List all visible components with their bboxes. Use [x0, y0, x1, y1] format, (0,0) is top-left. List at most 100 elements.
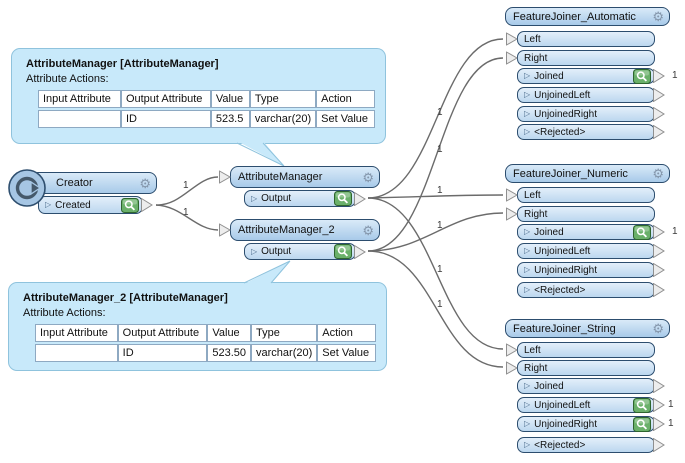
port-fjstr-joined[interactable]: ▷ Joined	[517, 378, 665, 394]
node-featurejoiner-numeric[interactable]: FeatureJoiner_Numeric ⚙	[505, 164, 670, 183]
output-arrow-icon	[653, 438, 665, 452]
port-label: UnjoinedRight	[534, 264, 597, 276]
port-label: UnjoinedLeft	[534, 89, 591, 101]
port-label: UnjoinedLeft	[534, 399, 591, 411]
node-title: AttributeManager	[238, 171, 323, 183]
col-header: Value	[210, 90, 250, 108]
port-fjnum-right[interactable]: Right	[506, 206, 655, 222]
wire-count: 1	[437, 107, 443, 118]
inspect-icon[interactable]	[633, 416, 651, 432]
wire-count: 1	[183, 207, 189, 218]
port-am2-output[interactable]: ▷ Output	[244, 243, 366, 260]
node-featurejoiner-string[interactable]: FeatureJoiner_String ⚙	[505, 319, 670, 338]
cell-input-attribute	[38, 110, 121, 128]
col-header: Output Attribute	[120, 90, 211, 108]
output-arrow-icon	[653, 283, 665, 297]
port-glyph-icon: ▷	[524, 90, 531, 99]
wire-count: 1	[437, 220, 443, 231]
output-arrow-icon	[354, 244, 366, 259]
port-fjauto-unjoinedleft[interactable]: ▷ UnjoinedLeft	[517, 87, 665, 103]
node-attributemanager-2[interactable]: AttributeManager_2 ⚙	[219, 219, 380, 241]
output-arrow-icon	[653, 244, 665, 258]
wire-am1-auto-left	[367, 38, 504, 199]
port-fjstr-left[interactable]: Left	[506, 342, 655, 358]
gear-icon[interactable]: ⚙	[362, 222, 374, 238]
input-arrow-icon	[219, 223, 231, 237]
port-fjstr-unjoinedright[interactable]: ▷ UnjoinedRight	[517, 416, 665, 432]
wire-am1-str-left	[367, 197, 504, 350]
port-fjstr-rejected[interactable]: ▷ <Rejected>	[517, 437, 665, 453]
input-arrow-icon	[219, 170, 231, 184]
output-arrow-icon	[653, 398, 665, 412]
node-attributemanager[interactable]: AttributeManager ⚙	[219, 166, 380, 188]
node-creator[interactable]: Creator ⚙	[30, 172, 157, 194]
col-header: Input Attribute	[35, 324, 118, 342]
gear-icon[interactable]: ⚙	[652, 9, 664, 24]
port-created[interactable]: ▷ Created	[38, 196, 153, 214]
output-arrow-icon	[653, 125, 665, 139]
inspect-icon[interactable]	[633, 224, 651, 240]
gear-icon[interactable]: ⚙	[652, 321, 664, 336]
port-fjauto-left[interactable]: Left	[506, 31, 655, 47]
wire-count: 1	[437, 299, 443, 310]
port-label: Output	[261, 193, 292, 204]
table-header-row: Input Attribute Output Attribute Value T…	[38, 90, 375, 108]
port-label: <Rejected>	[534, 439, 586, 451]
port-fjstr-right[interactable]: Right	[506, 360, 655, 376]
port-fjauto-joined[interactable]: ▷ Joined	[517, 68, 665, 84]
port-fjnum-unjoinedleft[interactable]: ▷ UnjoinedLeft	[517, 243, 665, 259]
port-fjauto-right[interactable]: Right	[506, 50, 655, 66]
inspect-icon[interactable]	[633, 68, 651, 84]
port-fjnum-unjoinedright[interactable]: ▷ UnjoinedRight	[517, 262, 665, 278]
wire-count: 1	[183, 180, 189, 191]
inspect-icon[interactable]	[633, 397, 651, 413]
node-title: FeatureJoiner_Numeric	[513, 167, 628, 180]
port-glyph-icon: ▷	[524, 71, 531, 80]
cell-action: Set Value	[316, 110, 375, 128]
annotation-subtitle: Attribute Actions:	[23, 307, 106, 319]
port-fjauto-unjoinedright[interactable]: ▷ UnjoinedRight	[517, 106, 665, 122]
port-label: <Rejected>	[534, 284, 586, 296]
port-glyph-icon: ▷	[251, 193, 258, 203]
port-label: Right	[524, 52, 548, 64]
cell-input-attribute	[35, 344, 118, 362]
wire-am1-num-left	[367, 194, 504, 199]
port-fjauto-rejected[interactable]: ▷ <Rejected>	[517, 124, 665, 140]
attribute-actions-table: Input Attribute Output Attribute Value T…	[38, 88, 375, 130]
node-featurejoiner-automatic[interactable]: FeatureJoiner_Automatic ⚙	[505, 7, 670, 26]
inspect-icon[interactable]	[121, 197, 139, 213]
gear-icon[interactable]: ⚙	[139, 175, 151, 191]
port-label: Created	[55, 199, 91, 211]
node-title: FeatureJoiner_String	[513, 322, 616, 335]
port-fjstr-unjoinedleft[interactable]: ▷ UnjoinedLeft	[517, 397, 665, 413]
inspect-icon[interactable]	[334, 244, 352, 259]
inspect-icon[interactable]	[334, 191, 352, 206]
node-title: AttributeManager_2	[238, 224, 335, 236]
port-glyph-icon: ▷	[524, 285, 531, 294]
output-arrow-icon	[653, 379, 665, 393]
port-count: 1	[668, 418, 674, 429]
wire-creator-am1	[155, 176, 219, 206]
port-fjnum-rejected[interactable]: ▷ <Rejected>	[517, 282, 665, 298]
annotation-subtitle: Attribute Actions:	[26, 73, 109, 85]
port-fjnum-left[interactable]: Left	[506, 187, 655, 203]
port-label: <Rejected>	[534, 126, 586, 138]
output-arrow-icon	[653, 417, 665, 431]
col-header: Type	[251, 324, 318, 342]
cell-type: varchar(20)	[251, 344, 318, 362]
port-fjnum-joined[interactable]: ▷ Joined	[517, 224, 665, 240]
output-arrow-icon	[653, 225, 665, 239]
annotation-attributemanager[interactable]: AttributeManager [AttributeManager] Attr…	[11, 48, 386, 144]
node-title: FeatureJoiner_Automatic	[513, 10, 636, 23]
cell-value: 523.50	[207, 344, 252, 362]
port-glyph-icon: ▷	[524, 440, 531, 449]
port-am1-output[interactable]: ▷ Output	[244, 190, 366, 207]
node-title: Creator	[56, 177, 93, 189]
annotation-attributemanager-2[interactable]: AttributeManager_2 [AttributeManager] At…	[8, 282, 387, 371]
wire-am2-str-right	[367, 250, 504, 368]
gear-icon[interactable]: ⚙	[652, 166, 664, 181]
port-label: Right	[524, 208, 548, 220]
gear-icon[interactable]: ⚙	[362, 169, 374, 185]
col-header: Action	[316, 90, 375, 108]
port-count: 1	[672, 70, 678, 81]
